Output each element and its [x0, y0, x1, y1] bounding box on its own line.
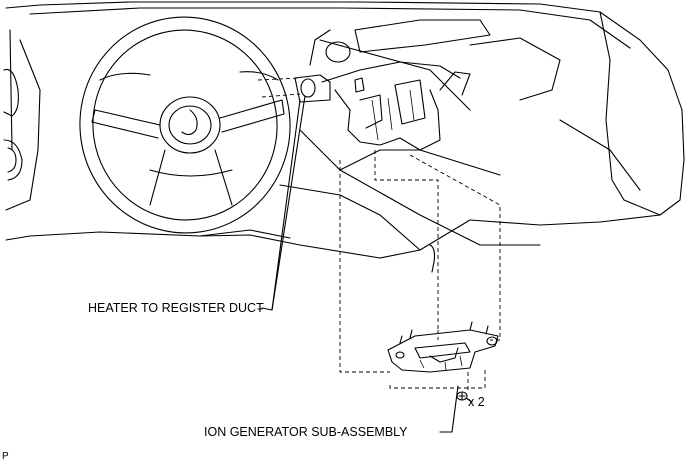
- corner-code-label: P: [2, 451, 9, 462]
- ion-generator-part: [387, 321, 499, 373]
- duct-leader-upper: [257, 77, 301, 81]
- projection-lines: [339, 160, 390, 373]
- steering-wheel-rim-outer: [79, 16, 291, 234]
- duct-leader-lower: [261, 93, 301, 98]
- left-vent: [3, 68, 19, 117]
- ion-leader-line: [439, 385, 459, 433]
- duct-leader-line: [261, 99, 301, 311]
- screw-count-label: x 2: [468, 395, 485, 409]
- steering-wheel-rim-inner: [92, 29, 278, 221]
- duct-assembly: [294, 61, 471, 151]
- center-display: [354, 19, 491, 53]
- ion-generator-label: ION GENERATOR SUB-ASSEMBLY: [204, 425, 408, 439]
- heater-duct-label: HEATER TO REGISTER DUCT: [88, 301, 264, 315]
- center-knob: [325, 41, 351, 63]
- dashboard-outline: [5, 1, 685, 259]
